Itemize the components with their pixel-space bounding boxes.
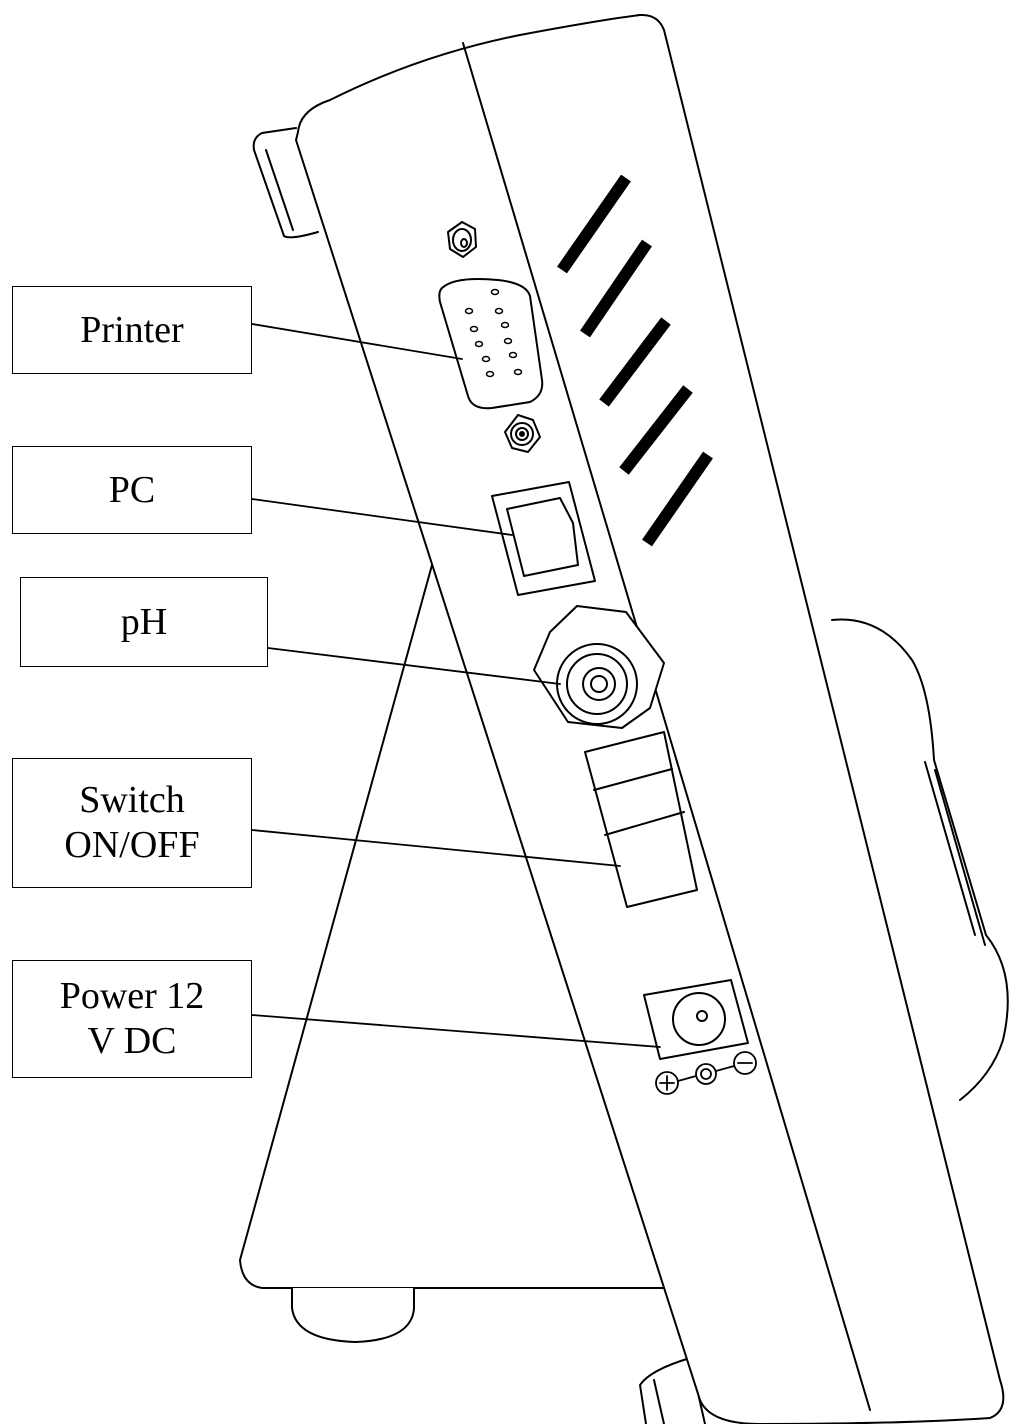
- printer-screw-top: [447, 221, 477, 258]
- polarity-symbols: [655, 1051, 757, 1095]
- body-seam-line: [462, 42, 871, 1411]
- label-pc-text: PC: [108, 468, 156, 511]
- printer-screw-bottom: [504, 414, 541, 453]
- label-power: Power 12 V DC: [12, 960, 252, 1078]
- dc-power-jack: [643, 979, 749, 1060]
- label-power-line1: Power 12: [59, 975, 205, 1018]
- label-power-line2: V DC: [87, 1020, 177, 1062]
- leader-lines: [251, 323, 661, 1048]
- leader-line-switch: [251, 829, 621, 867]
- label-switch-line2: ON/OFF: [64, 824, 200, 866]
- leader-line-power: [251, 1014, 661, 1048]
- leader-line-ph: [267, 647, 561, 685]
- stand-leg: [239, 564, 701, 1289]
- leader-line-pc: [251, 498, 513, 536]
- pc-usb-port: [491, 481, 596, 596]
- leader-line-printer: [251, 323, 463, 360]
- label-ph: pH: [20, 577, 268, 667]
- rear-handle: [831, 618, 1009, 1101]
- label-switch-line1: Switch: [79, 779, 185, 822]
- label-switch: Switch ON/OFF: [12, 758, 252, 888]
- stand-foot: [291, 1287, 415, 1343]
- ph-bnc-connector: [533, 605, 665, 729]
- label-printer: Printer: [12, 286, 252, 374]
- label-pc: PC: [12, 446, 252, 534]
- label-printer-text: Printer: [80, 308, 184, 351]
- rocker-switch: [584, 731, 698, 908]
- label-ph-text: pH: [120, 600, 168, 643]
- top-knob: [252, 127, 319, 239]
- printer-serial-port: [438, 278, 544, 410]
- vent-slots: [557, 174, 713, 547]
